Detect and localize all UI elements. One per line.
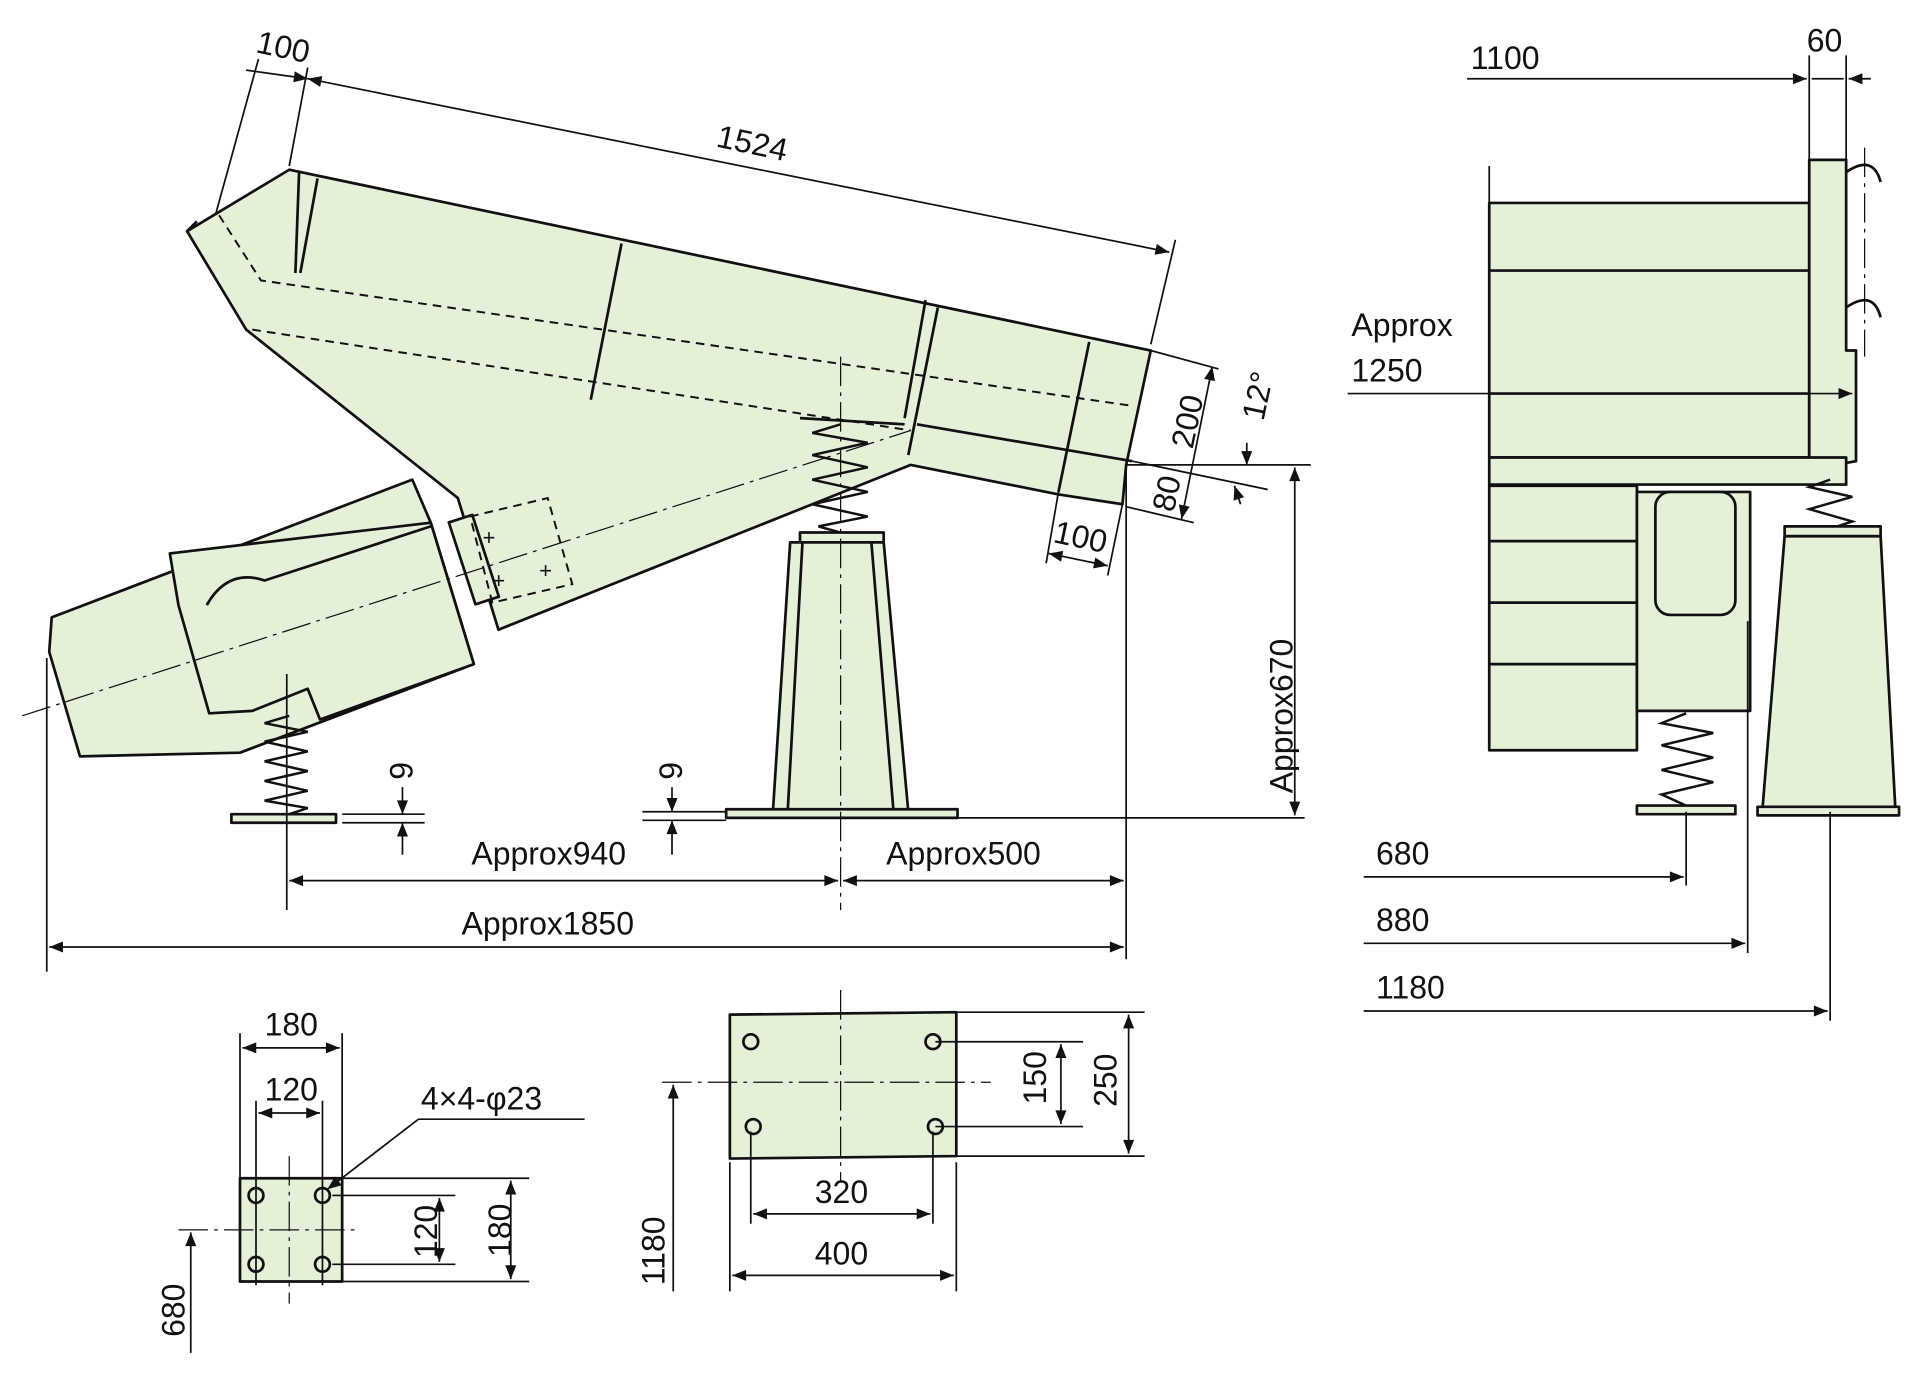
dim-inner-h: 120 xyxy=(408,1205,444,1258)
dim-spring-left: 9 xyxy=(383,762,419,780)
pedestal-base-plan: 150 250 320 400 1180 xyxy=(636,990,1145,1292)
svg-text:+: + xyxy=(482,525,495,550)
side-view: + + + 100 1524 200 80 12° 100 xyxy=(21,24,1311,972)
dim-outlet-width: 100 xyxy=(1051,514,1111,560)
dim-offset: 1180 xyxy=(636,1216,672,1285)
dim-1180: 1180 xyxy=(1376,970,1445,1006)
end-view: 1100 60 Approx 1250 680 880 1180 xyxy=(1347,23,1901,1021)
spring-base-plan: 180 120 4×4-φ23 120 180 680 xyxy=(156,1007,585,1353)
dim-680: 680 xyxy=(1376,836,1429,872)
dim-outer-h: 400 xyxy=(815,1235,868,1271)
dim-lip: 80 xyxy=(1145,472,1188,514)
dim-approx-label: Approx xyxy=(1351,307,1452,343)
dim-outer-w: 180 xyxy=(265,1007,318,1043)
dim-span: Approx940 xyxy=(471,836,626,872)
dim-inner-w: 120 xyxy=(265,1072,318,1108)
dim-outer-v: 250 xyxy=(1087,1054,1123,1107)
dim-880: 880 xyxy=(1376,902,1429,938)
dim-hole-h: 320 xyxy=(815,1174,868,1210)
spring-right xyxy=(811,423,868,534)
hole-callout: 4×4-φ23 xyxy=(421,1080,542,1116)
svg-text:+: + xyxy=(539,558,552,583)
dim-flange: 60 xyxy=(1807,23,1843,59)
dim-height: Approx670 xyxy=(1263,639,1299,794)
dim-spring-right: 9 xyxy=(653,762,689,780)
dim-outlet-height: 200 xyxy=(1164,392,1210,452)
end-pedestal xyxy=(1761,534,1897,811)
dim-angle: 12° xyxy=(1235,368,1280,423)
dim-total: Approx1850 xyxy=(462,906,634,942)
dim-approx-value: 1250 xyxy=(1351,352,1422,388)
dim-outer-h: 180 xyxy=(482,1204,518,1257)
dim-hole-v: 150 xyxy=(1017,1051,1053,1104)
dim-width: 1100 xyxy=(1471,40,1540,76)
dim-top-flange: 100 xyxy=(253,24,313,70)
dim-length: 1524 xyxy=(714,118,791,168)
dim-offset: 680 xyxy=(156,1284,192,1337)
dim-overhang: Approx500 xyxy=(886,836,1041,872)
spring-base-plate xyxy=(230,812,338,825)
svg-text:+: + xyxy=(492,568,505,593)
